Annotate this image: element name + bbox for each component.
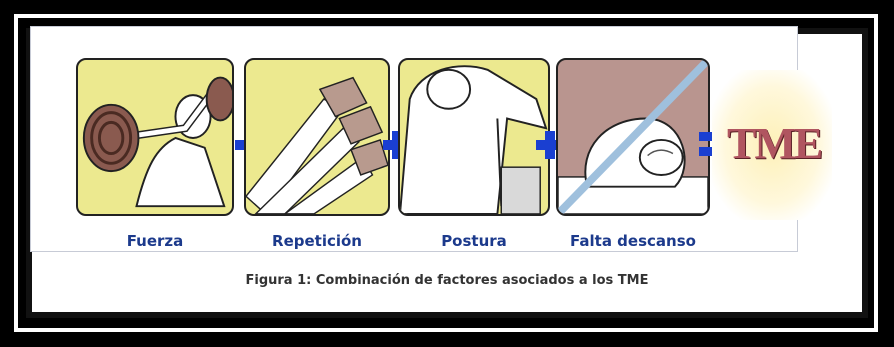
label-falta-descanso: Falta descanso	[556, 232, 710, 250]
panel-fuerza	[76, 58, 234, 216]
panel-repeticion	[244, 58, 390, 216]
figure-caption: Figura 1: Combinación de factores asocia…	[0, 273, 894, 288]
dumbbell-lift-illustration	[78, 60, 232, 214]
tired-worker-illustration	[558, 60, 708, 214]
repetitive-hands-illustration	[246, 60, 388, 214]
awkward-posture-illustration	[400, 60, 548, 214]
label-postura: Postura	[398, 232, 550, 250]
label-fuerza: Fuerza	[76, 232, 234, 250]
result-text: TME	[727, 118, 817, 169]
panel-postura	[398, 58, 550, 216]
panel-falta-descanso	[556, 58, 710, 216]
label-repeticion: Repetición	[244, 232, 390, 250]
